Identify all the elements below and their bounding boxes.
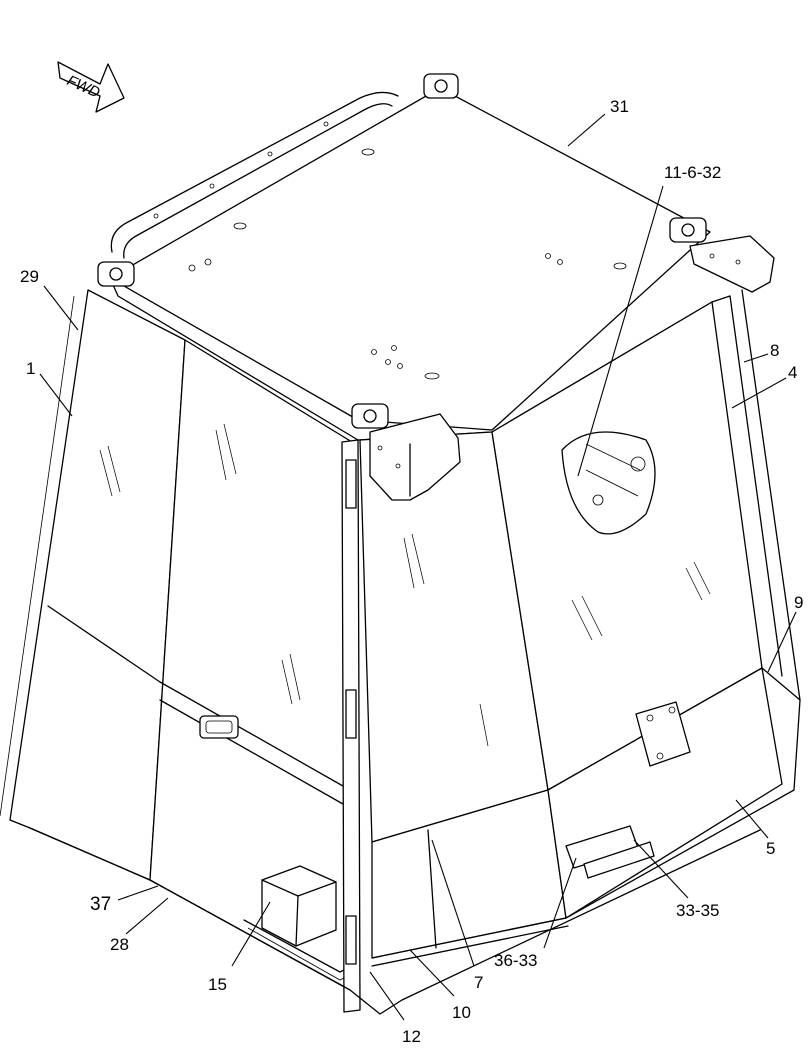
callout-12: 12 xyxy=(402,1027,421,1046)
callout-10: 10 xyxy=(452,1003,471,1022)
front-windshield xyxy=(359,413,569,967)
callout-5: 5 xyxy=(766,839,775,858)
callout-8: 8 xyxy=(770,341,779,360)
corner-post xyxy=(341,439,361,1013)
callout-4: 4 xyxy=(788,363,797,382)
callout-37: 37 xyxy=(90,894,111,915)
callout-1: 1 xyxy=(26,359,35,378)
forward-label: FWD xyxy=(64,72,102,101)
callout-31: 31 xyxy=(610,97,629,116)
callout-36-33: 36-33 xyxy=(494,951,537,970)
callout-15: 15 xyxy=(208,975,227,994)
leader-lines xyxy=(39,113,797,1021)
callout-33-35: 33-35 xyxy=(676,901,719,920)
forward-arrow-icon: FWD xyxy=(57,61,125,113)
right-side-panel xyxy=(491,235,801,919)
callout-9: 9 xyxy=(794,593,803,612)
floor-rail xyxy=(29,827,761,1015)
front-left-panel xyxy=(149,339,353,991)
callout-7: 7 xyxy=(474,973,483,992)
callout-11-6-32: 11-6-32 xyxy=(664,163,721,182)
callout-29: 29 xyxy=(20,267,39,286)
callout-28: 28 xyxy=(110,935,129,954)
callout-labels: 31 11-6-32 29 1 8 4 9 5 33-35 36-33 10 7… xyxy=(20,97,803,1046)
